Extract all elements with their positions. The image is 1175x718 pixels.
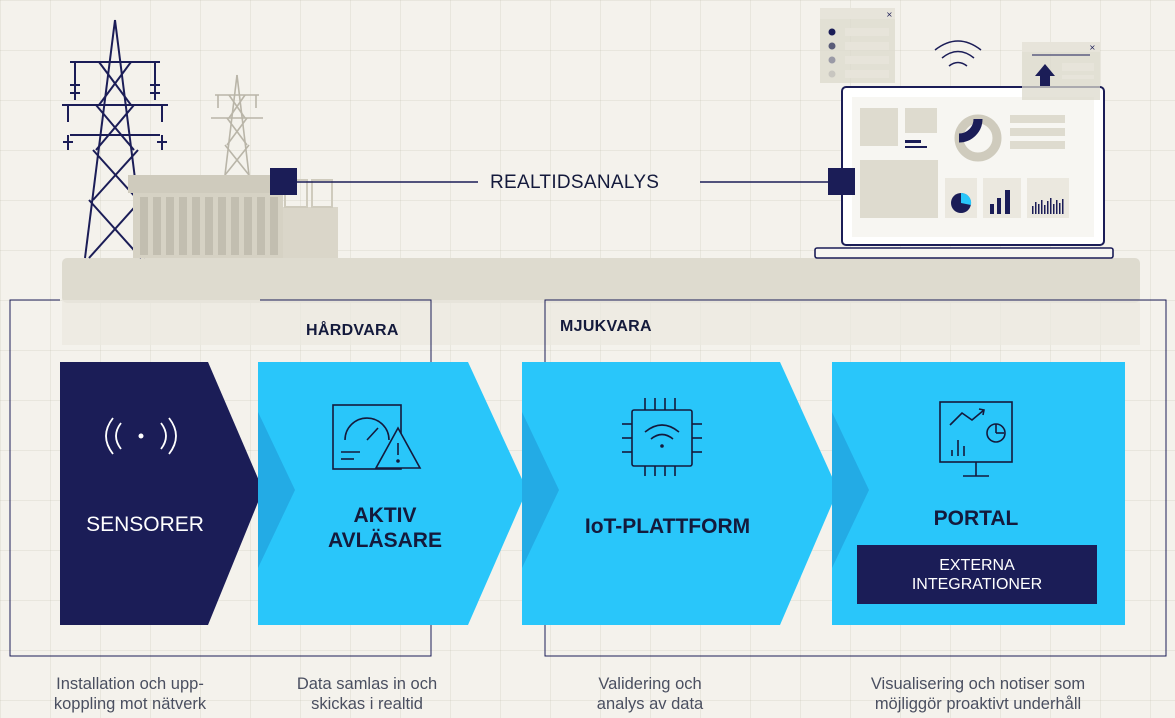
svg-text:×: × <box>886 10 893 19</box>
hardware-frame <box>9 299 432 657</box>
block-title-portal: PORTAL <box>933 507 1019 530</box>
block-aktiv-avlasare <box>258 362 527 625</box>
realtime-analysis-label: REALTIDSANALYS <box>490 172 660 193</box>
block-sensorer <box>60 362 263 625</box>
block-title-iot-plattform: IoT-PLATTFORM <box>584 515 751 538</box>
substation-building-icon <box>128 168 338 258</box>
gauge-warning-icon <box>332 404 422 470</box>
caption-sensorer: Installation och upp- koppling mot nätve… <box>53 675 207 713</box>
block-title-aktiv-avlasare: AKTIV AVLÄSARE <box>328 504 442 552</box>
ground-platform <box>62 258 1140 303</box>
block-title-sensorer: SENSORER <box>86 513 204 536</box>
analytics-monitor-icon <box>939 401 1013 477</box>
wifi-icon <box>934 40 982 67</box>
external-integrations-box: EXTERNA INTEGRATIONER <box>857 545 1097 604</box>
svg-text:×: × <box>1089 43 1096 52</box>
chip-wifi-icon <box>622 398 702 476</box>
power-tower-large-icon <box>62 19 168 259</box>
laptop-icon <box>814 86 1114 259</box>
software-frame-label: MJUKVARA <box>560 318 652 335</box>
checklist-window-icon: × <box>820 8 895 83</box>
chevron-shade-2 <box>522 412 559 568</box>
chevron-shade-1 <box>258 412 295 568</box>
hardware-frame-label: HÅRDVARA <box>306 322 399 339</box>
block-iot-plattform <box>522 362 838 625</box>
caption-aktiv-avlasare: Data samlas in och skickas i realtid <box>296 675 438 713</box>
power-tower-small-icon <box>211 74 263 176</box>
alert-window-icon: × <box>1022 42 1100 100</box>
chevron-shade-3 <box>832 412 869 568</box>
caption-portal: Visualisering och notiser som möjliggör … <box>870 675 1086 713</box>
caption-iot-plattform: Validering och analys av data <box>596 675 704 713</box>
ground-shadow <box>62 300 1140 345</box>
signal-broadcast-icon <box>105 417 177 455</box>
